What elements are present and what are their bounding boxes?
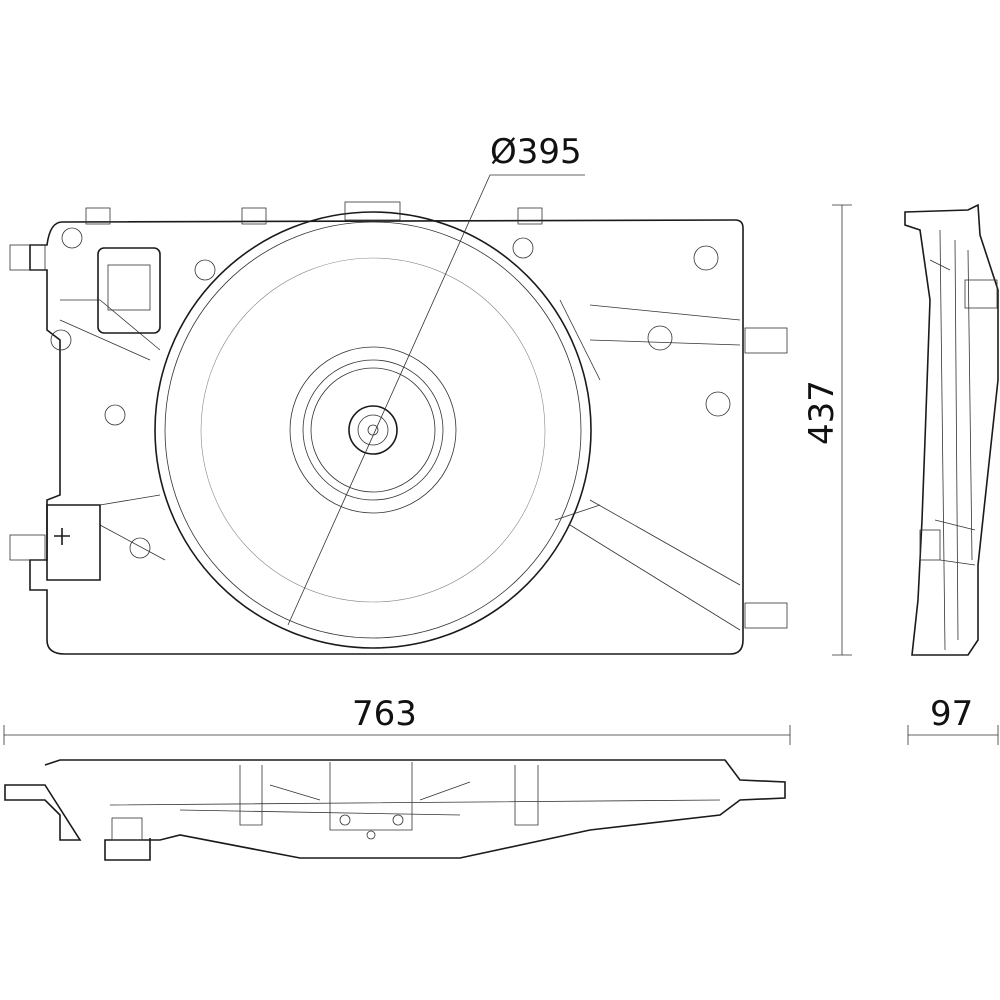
width-label: 763 [352,694,417,734]
fan-ring-inner [164,221,582,639]
front-view [9,201,788,655]
clips [9,201,788,629]
depth-dimension: 97 [907,694,999,745]
mounting-holes [50,227,731,559]
width-dimension: 763 [3,694,791,745]
connector [97,247,161,334]
depth-label: 97 [930,694,973,734]
diameter-dimension: Ø395 [287,132,585,626]
motor-housing [289,346,457,514]
fan-ring-outer [154,211,592,649]
diameter-label: Ø395 [490,132,582,172]
height-dimension: 437 [802,204,852,656]
side-view [904,203,999,656]
bottom-view [4,759,786,861]
shroud-frame [29,219,744,655]
hub [348,405,398,455]
height-label: 437 [802,380,842,445]
